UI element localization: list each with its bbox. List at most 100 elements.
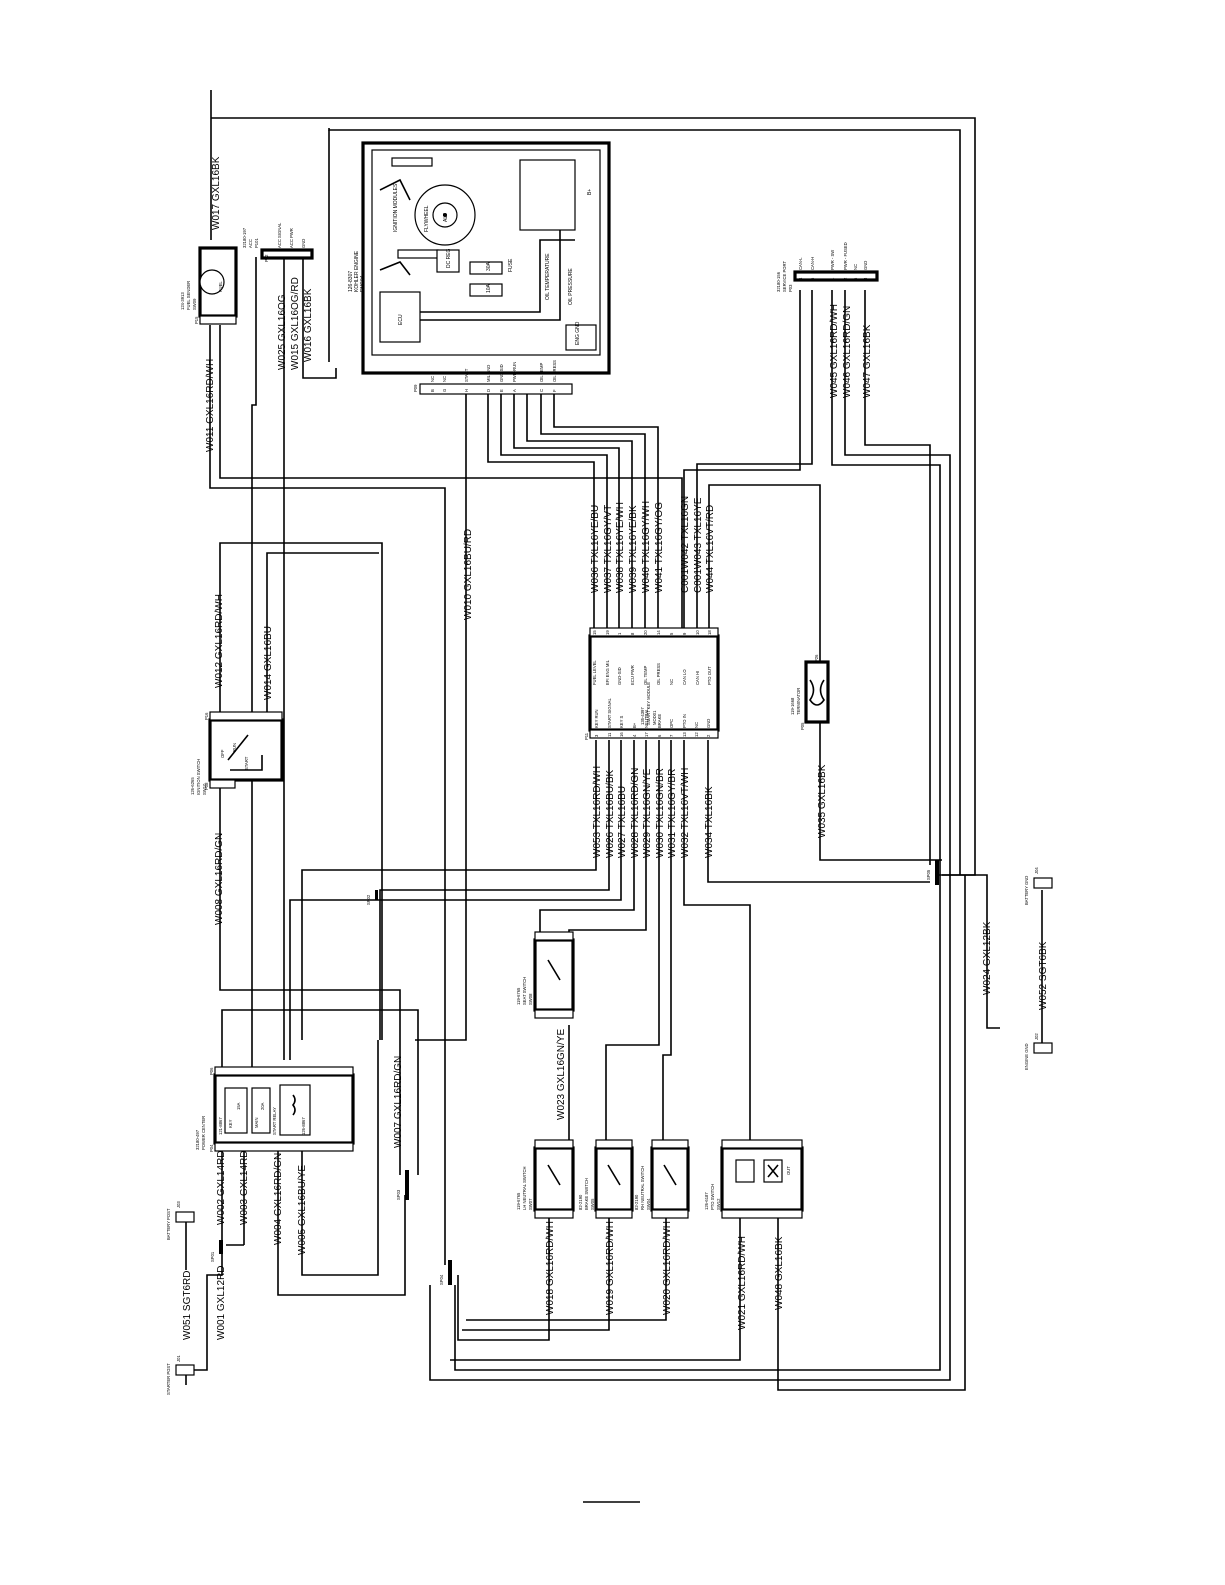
wire-label-w025: W025 GXL16OG — [277, 294, 288, 370]
acc-ref: P101 — [254, 238, 259, 248]
start-label: START — [244, 756, 249, 770]
p12-label: P12 — [264, 254, 269, 262]
p11-label: P11 — [584, 732, 589, 740]
acc-connector: ACC 32180-197 P101 P12 ACC SIGNAL ACC PW… — [242, 222, 314, 262]
wire-label-w024: W024 GXL12BK — [982, 921, 993, 995]
module-left-pin-label: BRAKE — [657, 714, 662, 728]
lh-neutral-switch: LH NEUTRAL SWITCH 119-6765 SW07 — [516, 1139, 575, 1219]
engine-pin-label: OIL PRESS — [552, 360, 557, 382]
wire-label-w019: W019 GXL16RD/WH — [605, 1221, 616, 1315]
j01-label: J01 — [176, 1355, 181, 1362]
fuel-sender: FUEL SENDER 124-3913 SW09 FUEL P15 — [180, 246, 238, 325]
wire-label-w008: W008 GXL16RD/GN — [214, 833, 225, 925]
service-pin-label: GND — [863, 261, 868, 270]
rh-switch-name: RH NEUTRAL SWITCH — [640, 1166, 645, 1210]
module-left-pin-number: 4 — [632, 734, 637, 737]
engine-gnd: ENGINE GND J02 — [1024, 1033, 1053, 1070]
seat-switch: SEAT SWITCH 119-6765 SW08 — [516, 931, 575, 1019]
eng-gnd-label: ENG GND — [575, 321, 581, 345]
engine-pin-letter: H — [464, 389, 469, 392]
engine-pn: 126-8307 — [348, 271, 354, 292]
splice-sp02 — [375, 890, 378, 900]
wire-label-w018: W018 GXL16RD/WH — [545, 1221, 556, 1315]
wire-label-w015: W015 GXL16OG/RD — [290, 277, 301, 370]
p09-label: P09 — [413, 384, 418, 392]
service-pin-label: CAN-L — [798, 257, 803, 270]
service-pin-number: 5 — [810, 277, 815, 280]
ignition-switch-name: IGNITION SWITCH — [196, 759, 201, 795]
oil-temperature-label: OIL TEMPERATURE — [545, 253, 551, 300]
wire-label-w032: W032 TXL16VT/WH — [680, 768, 691, 858]
fuel-label: FUEL — [218, 281, 223, 292]
brake-switch-name: BRAKE SWITCH — [584, 1178, 589, 1210]
module-left-pin-number: 16 — [619, 732, 624, 737]
engine-pin-label: GND-SID — [499, 364, 504, 382]
wire-label-w048: W048 GXL16BK — [774, 1236, 785, 1310]
p26-label: P26 — [814, 654, 819, 662]
splice-sp03 — [405, 1170, 409, 1200]
wire-label-w031: W031 TXL16GY/BR — [667, 769, 678, 858]
service-pin-label: PWR - FUSED — [843, 242, 848, 270]
pto-switch: PTO SWITCH 126-6187 SW12 OUT — [704, 1139, 804, 1219]
module-right-pin-number: 18 — [707, 630, 712, 635]
service-pin-label: PWR - SW — [830, 250, 835, 270]
acc-gnd-label: GND — [301, 239, 306, 248]
acc-signal-label: ACC SIGNAL — [277, 222, 282, 248]
module-left-pin-label: KEY RUN — [594, 709, 599, 728]
wire-label-w001: W001 GXL12RD — [216, 1266, 227, 1340]
engine-pin-letter: A — [512, 389, 517, 392]
rh-switch-pn: 82-2190 — [634, 1194, 639, 1210]
wire-label-w026: W026 TXL16BU/BK — [605, 769, 616, 858]
power-center-pn: 32180-497 — [195, 1129, 200, 1150]
service-pin-label: CAN-H — [810, 257, 815, 270]
wire-label-w027: W027 TXL16BU — [617, 786, 628, 858]
wire-label-w053: W053 TXL16RD/WH — [592, 766, 603, 858]
module-left-pin-label: NEUTRAL — [644, 708, 649, 728]
engine-pin-label: NC — [430, 376, 435, 382]
wire-label-w005: W005 GXL16BU/YE — [297, 1165, 308, 1255]
wire-label-w011: W011 GXL16RD/WH — [205, 359, 216, 452]
module-left-pin-number: 17 — [644, 732, 649, 737]
module-left-pin-label: NC — [694, 722, 699, 728]
pto-switch-pn: 126-6187 — [704, 1192, 709, 1210]
module-right-pin-label: CAN LO — [682, 669, 687, 685]
module-left-pin-label: START SIGNAL — [607, 698, 612, 728]
module-right-pin-number: 15 — [592, 630, 597, 635]
seat-switch-ref: SW08 — [528, 993, 533, 1005]
engine-pin-label: NC — [442, 376, 447, 382]
module-left-pin-label: KEY S — [619, 716, 624, 728]
p15-label: P15 — [194, 316, 199, 324]
wire-label-w003: W003 GXL14RD — [239, 1151, 250, 1225]
service-pin-number: 3 — [863, 277, 868, 280]
wire-label-w012: W012 GXL16RD/WH — [214, 594, 225, 688]
module-left-pin-number: 6 — [657, 734, 662, 737]
service-port-pn: 32180-156 — [776, 271, 781, 292]
fuse-label: FUSE — [508, 258, 514, 272]
service-pin-number: 1 — [830, 277, 835, 280]
wire-label-w051: W051 SGT6RD — [182, 1271, 193, 1340]
splice-sp04 — [448, 1260, 452, 1285]
smart-key-module: SMART KEY MODULE 135-4397 MOD01 P11 KEY … — [584, 627, 720, 740]
main-fuse-label: MAIN — [254, 1118, 259, 1128]
wire-label-w041: W041 TXL16GY/OG — [654, 502, 665, 593]
wire-label-w023: W023 GXL16GN/YE — [556, 1029, 567, 1120]
module-right-pin-number: 8 — [630, 632, 635, 635]
dc-reg-label: DC REG — [446, 248, 452, 268]
wire-label-w037: W037 TXL16GY/VT — [603, 505, 614, 593]
battery-gnd: BATTERY GND J04 — [1024, 867, 1053, 905]
module-left-pin-number: 11 — [607, 732, 612, 737]
module-right-pin-number: 1 — [617, 632, 622, 635]
power-center: POWER CENTER 32180-497 P06 P04 15A 20A K… — [195, 1066, 355, 1152]
wire-label-w042: C001W042 TXL16GN — [680, 496, 691, 593]
ignition-switch-ref: SW10 — [202, 783, 207, 795]
pto-switch-ref: SW12 — [716, 1198, 721, 1210]
engine-connector-p09 — [419, 383, 573, 395]
fuse-30a-label: 30A — [486, 261, 492, 271]
engine-pin-letter: C — [539, 389, 544, 392]
fuse-20a-label: 20A — [260, 1102, 265, 1110]
seat-switch-pn: 119-6765 — [516, 987, 521, 1005]
splice-sp05 — [935, 860, 939, 885]
module-left-pin-number: 12 — [694, 732, 699, 737]
